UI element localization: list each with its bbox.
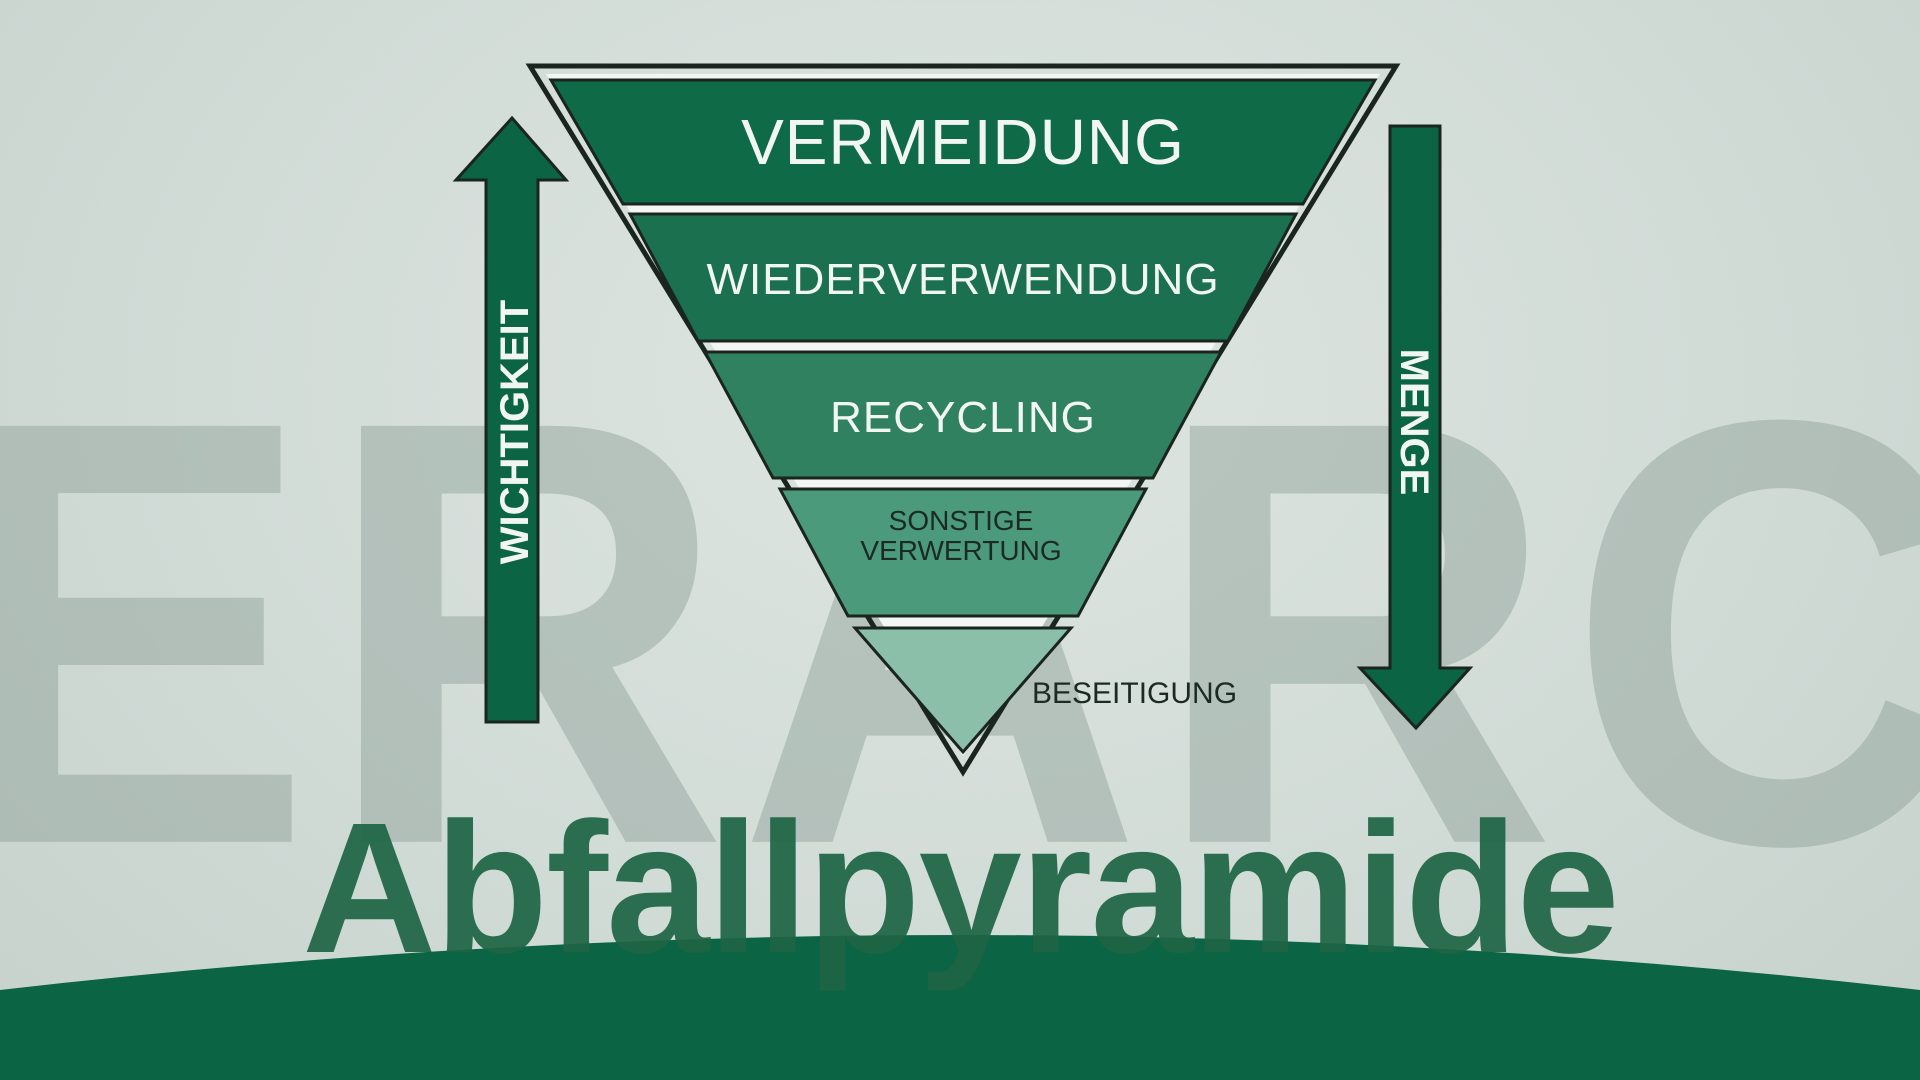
tier-label-verwertung: VERWERTUNG <box>860 535 1061 566</box>
tier-recycling <box>702 350 1224 480</box>
tier-label-vermeidung: VERMEIDUNG <box>741 106 1185 178</box>
tier-vermeidung <box>548 78 1378 206</box>
tier-label-beseitigung: BESEITIGUNG <box>1032 677 1237 710</box>
quantity-down-arrow: MENGE <box>1356 124 1474 731</box>
tier-sonstige-verwertung <box>777 487 1149 618</box>
arrow-label-menge: MENGE <box>1392 349 1436 496</box>
tier-label-recycling: RECYCLING <box>830 393 1096 442</box>
tier-beseitigung <box>851 626 1075 755</box>
bottom-green-hill <box>0 935 1920 1080</box>
importance-up-arrow: WICHTIGKEIT <box>452 115 570 724</box>
tier-label-sonstige: SONSTIGE <box>889 505 1034 536</box>
page-title: Abfallpyramide <box>302 785 1618 992</box>
arrow-label-wichtigkeit: WICHTIGKEIT <box>493 300 537 564</box>
tier-label-wiederverwendung: WIEDERVERWENDUNG <box>706 255 1219 304</box>
tier-wiederverwendung <box>627 212 1299 343</box>
